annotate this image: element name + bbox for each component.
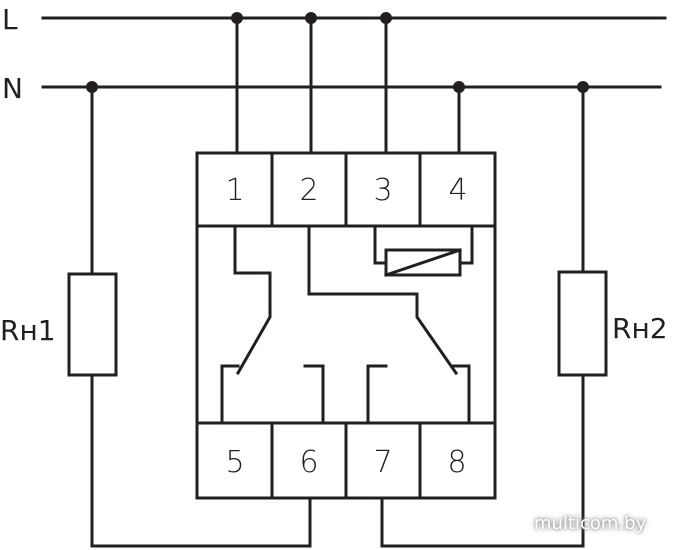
contact-switch-1 [233, 224, 272, 376]
supply-lines: L N [2, 3, 667, 105]
label-rh1: Rн1 [0, 314, 56, 347]
relay-internals [220, 224, 474, 425]
resistor-rh2 [557, 270, 608, 377]
watermark: multicom.by [534, 513, 647, 534]
feed-wires [235, 16, 461, 155]
terminal-1: 1 [225, 173, 244, 208]
load-rh1: Rн1 [0, 85, 312, 548]
contact-5 [220, 364, 240, 425]
load-rh2: Rн2 [380, 85, 668, 548]
terminal-8: 8 [447, 445, 466, 480]
terminal-5: 5 [225, 445, 244, 480]
label-l: L [2, 3, 18, 36]
contact-7 [366, 364, 388, 425]
terminal-3: 3 [373, 173, 392, 208]
terminal-2: 2 [299, 173, 318, 208]
relay-body: 1 2 3 4 5 6 7 8 [195, 151, 497, 500]
contact-6 [303, 364, 325, 425]
terminal-7: 7 [373, 445, 392, 480]
label-n: N [2, 72, 23, 105]
label-rh2: Rн2 [612, 312, 668, 345]
contact-switch-2 [307, 224, 459, 376]
junction-dots [86, 12, 589, 93]
terminal-6: 6 [299, 445, 318, 480]
resistor-rh1 [67, 272, 118, 377]
contact-8 [451, 364, 471, 425]
terminal-4: 4 [448, 173, 467, 208]
